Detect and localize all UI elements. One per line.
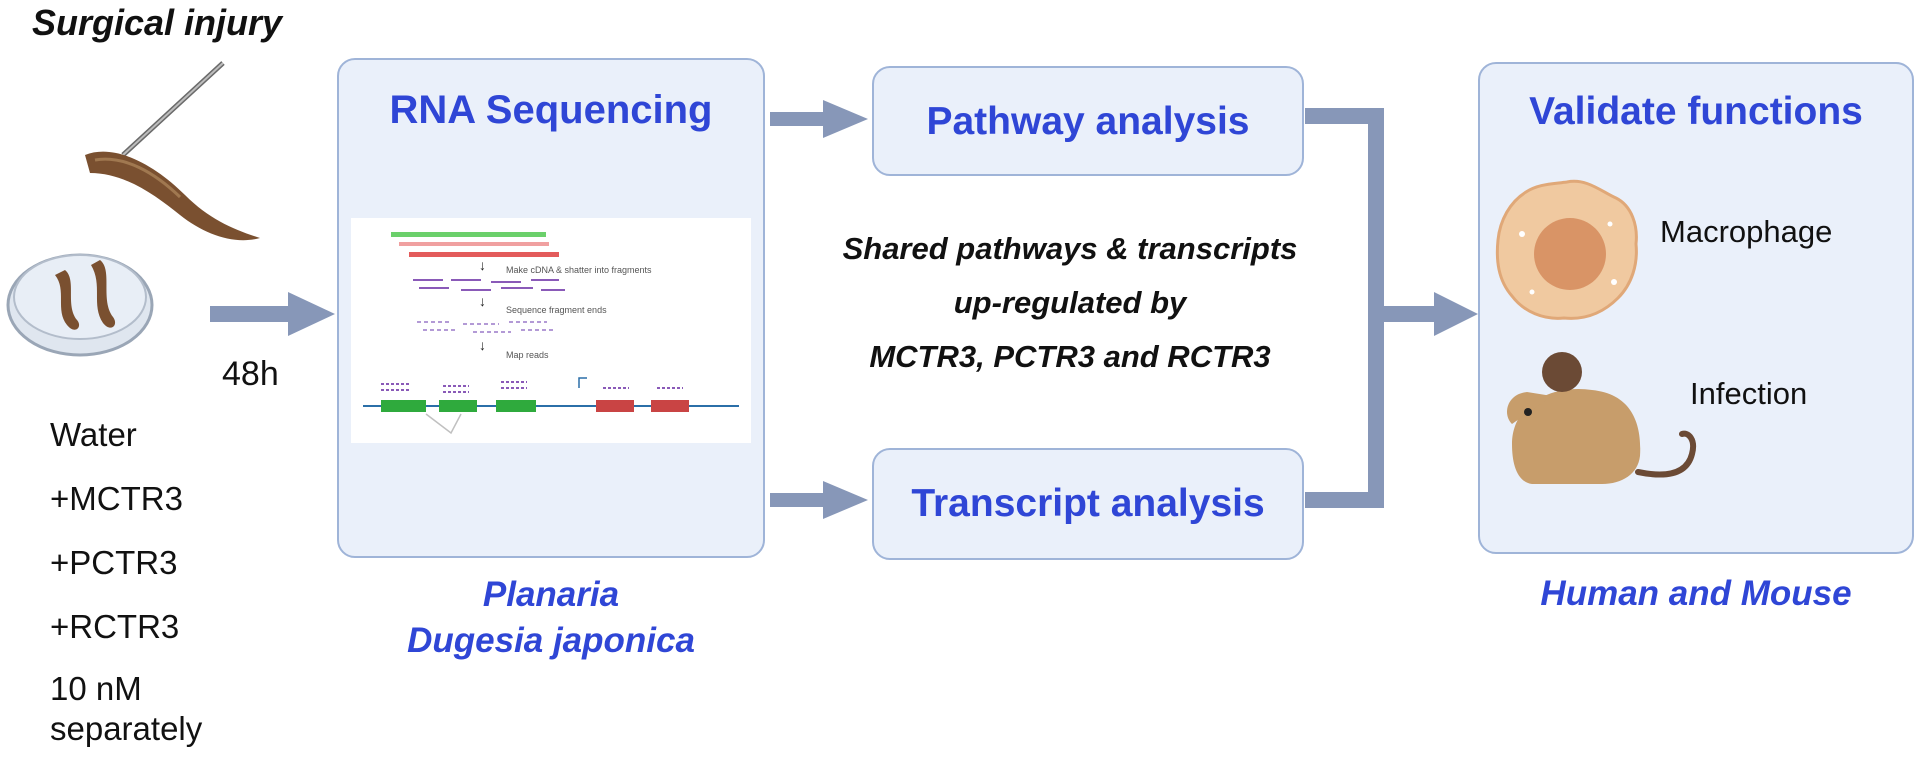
shared-line: up-regulated by [953,285,1187,320]
time-label: 48h [222,355,279,393]
transcript-analysis-box: Transcript analysis [872,448,1304,560]
shared-line: MCTR3, PCTR3 and RCTR3 [869,339,1271,374]
treatment-list: Water +MCTR3 +PCTR3 +RCTR3 10 nM separat… [50,415,260,749]
organism-species-name: Dugesia japonica [407,621,695,660]
organism-common-name: Planaria [482,575,620,614]
rna-sequencing-title: RNA Sequencing [389,88,713,132]
treatment-item: +RCTR3 [50,608,180,645]
sequencing-workflow-image: ↓ Make cDNA & shatter into fragments ↓ S… [351,218,751,443]
species-label: Human and Mouse [1540,574,1852,613]
shared-line: Shared pathways & transcripts [842,231,1298,266]
seq-step: Sequence fragment ends [506,305,607,315]
seq-step: Make cDNA & shatter into fragments [506,265,652,275]
mouse-icon [1507,352,1696,484]
macrophage-icon [1495,179,1638,320]
pathway-analysis-title: Pathway analysis [926,100,1250,143]
treatment-item: Water [50,416,137,453]
treatment-item: +MCTR3 [50,480,183,517]
rna-sequencing-box: RNA Sequencing ↓ Make cDNA & shatter int… [337,58,765,558]
svg-text:↓: ↓ [479,293,486,309]
validate-functions-box: Validate functions Macrophage Infection [1478,62,1914,554]
infection-label: Infection [1690,376,1808,411]
scalpel-icon [121,61,225,157]
treatment-item: +PCTR3 [50,544,178,581]
separately-label: separately [50,710,203,747]
svg-text:↓: ↓ [479,257,486,273]
pathway-analysis-box: Pathway analysis [872,66,1304,176]
validate-functions-title: Validate functions [1529,90,1863,133]
organism-label: Planaria Dugesia japonica [337,572,765,664]
macrophage-label: Macrophage [1660,214,1833,249]
svg-text:↓: ↓ [479,337,486,353]
seq-step: Map reads [506,350,549,360]
petri-dish-icon [6,253,154,357]
concentration-label: 10 nM [50,670,142,707]
shared-summary: Shared pathways & transcripts up-regulat… [790,222,1350,384]
surgical-injury-label: Surgical injury [32,2,283,43]
planaria-illustration [6,61,260,357]
transcript-analysis-title: Transcript analysis [911,482,1265,525]
